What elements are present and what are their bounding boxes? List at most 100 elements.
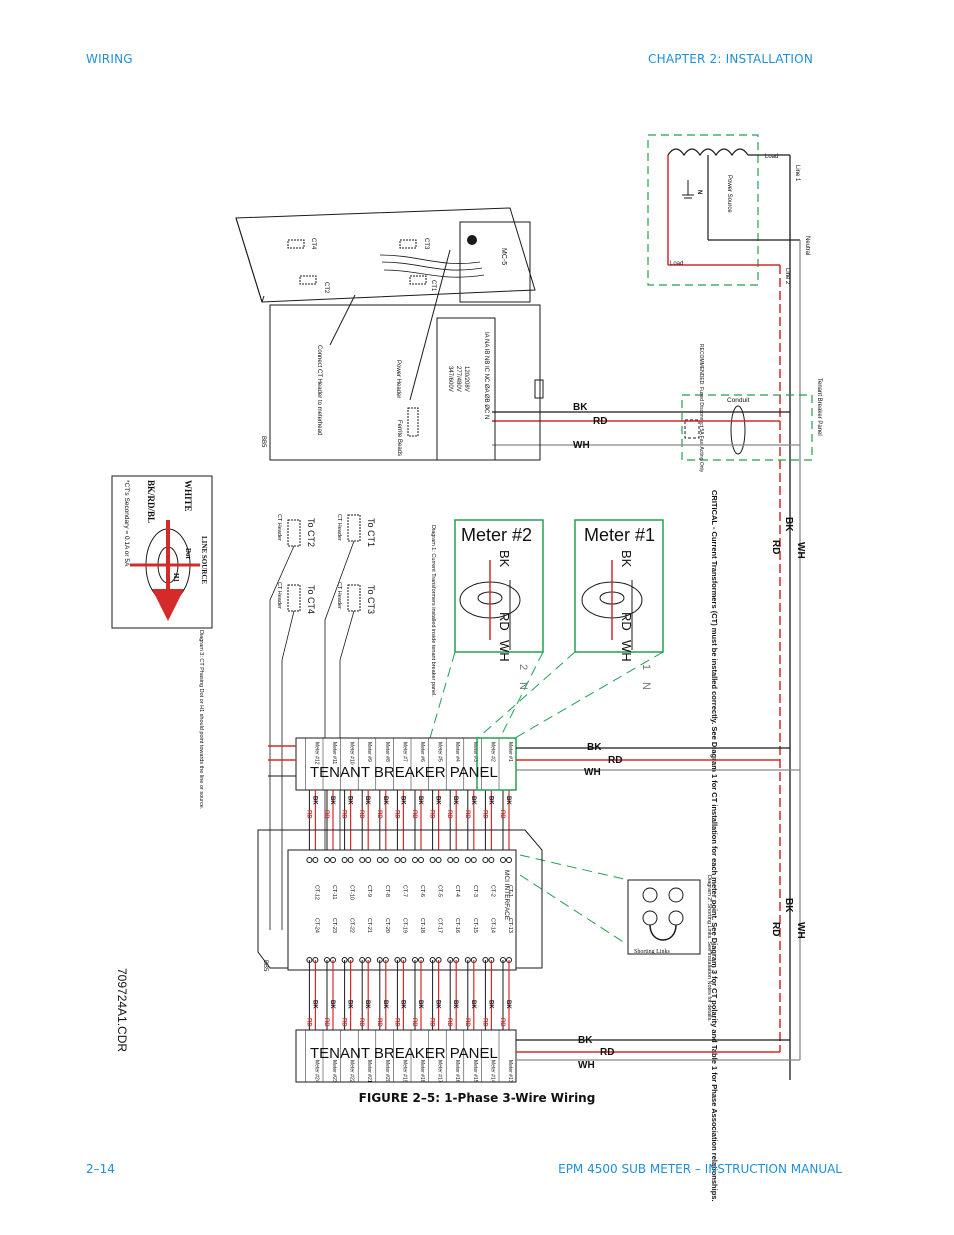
line1-label: Line 1 — [794, 165, 800, 182]
lower-rd-mark: RD — [429, 1018, 435, 1027]
upper-rd-mark: RD — [358, 810, 364, 819]
lower-meter-cell: Meter #21 — [357, 1030, 372, 1083]
ct-upper-label: CT-9 — [366, 885, 372, 897]
upper-bk-mark: BK — [417, 796, 423, 805]
upper-rd-mark: RD — [341, 810, 347, 819]
upper-bk-mark: BK — [435, 796, 441, 805]
upper-rd-mark: RD — [305, 810, 311, 819]
lower-meter-label: Meter #23 — [331, 1060, 337, 1083]
upper-bk-mark: BK — [329, 796, 335, 805]
conduit-label: Conduit — [727, 397, 750, 404]
meter1-n: N — [640, 682, 652, 690]
lower-meter-label: Meter #20 — [384, 1060, 390, 1083]
critical-note: CRITICAL - Current Transformers (CT) mus… — [710, 490, 719, 1202]
diagram3-secondary: *CT's Secondary = 0.1A or 5A — [123, 480, 130, 567]
lower-feed-wires: BK RD WH — [516, 1035, 800, 1071]
lower-meter-cell: Meter #17 — [428, 1030, 443, 1083]
lower-bk-mark: BK — [435, 1000, 441, 1009]
ct-lower-label: CT-17 — [437, 918, 443, 933]
lower-meter-label: Meter #16 — [454, 1060, 460, 1083]
diagram2-note: Diagram 2: Shorting Links. See Installat… — [706, 875, 712, 1022]
tenant-panel-label: Tenant Breaker Panel — [816, 378, 822, 436]
lower-bk-mark: BK — [487, 1000, 493, 1009]
upper-rd-mark: RD — [411, 810, 417, 819]
upper-bk-mark: BK — [311, 796, 317, 805]
ct4-header-label: CT Header — [276, 582, 282, 609]
lower-rd-mark: RD — [464, 1018, 470, 1027]
lower-bk-mark: BK — [470, 1000, 476, 1009]
ct-upper-label: CT-12 — [313, 885, 319, 900]
diagram3-ct-phasing: LINE SOURCE WHITE BK/RD/BL Dot H1 *CT's … — [111, 475, 213, 810]
upper-bk-mark: BK — [364, 796, 370, 805]
ct-upper-label: CT-5 — [437, 885, 443, 897]
lower-meter-cell: Meter #23 — [322, 1030, 337, 1083]
recommended-note: RECOMMENDED: Fused Disconnect 5A Fast Ac… — [698, 344, 704, 473]
meter-feed-wires: BK RD WH — [492, 402, 800, 451]
board-label: MC-5 — [500, 248, 507, 265]
ct1-header-label: CT Header — [336, 514, 342, 541]
meter2-box: Meter #2 BK RD WH N 2 Diagram 1: Current… — [430, 519, 544, 697]
upper-tenant-panel-label: TENANT BREAKER PANEL — [310, 764, 498, 781]
ct-upper-label: CT-4 — [454, 885, 460, 897]
power-source-label: Power Source — [726, 175, 732, 213]
to-ct3-label: To CT3 — [366, 585, 376, 614]
ct-upper-label: CT-7 — [401, 885, 407, 897]
lower-rd-mark: RD — [358, 1018, 364, 1027]
ct-upper-label: CT-8 — [384, 885, 390, 897]
lower-bk-mark: BK — [329, 1000, 335, 1009]
upper-bk-mark: BK — [382, 796, 388, 805]
lower-bk-mark: BK — [382, 1000, 388, 1009]
ct2-board-label: CT2 — [323, 282, 329, 294]
meter2-bk: BK — [497, 550, 512, 568]
load-bottom-label: Load — [670, 261, 683, 267]
upper-meter-label: Meter #6 — [419, 742, 425, 762]
upper-rd-mark: RD — [376, 810, 382, 819]
lower-wh-label: WH — [578, 1060, 595, 1071]
voltage-3: 347/600V — [447, 366, 453, 392]
neutral-symbol: N — [696, 190, 702, 194]
lower-meter-cell: Meter #19 — [393, 1030, 407, 1083]
upper-meter-label: Meter #5 — [437, 742, 443, 762]
ct-upper-label: CT-1 — [507, 885, 513, 897]
lower-bk-label: BK — [578, 1035, 593, 1046]
diagram2-shorting-links: Shorting Links Diagram 2: Shorting Links… — [627, 875, 712, 1022]
upper-meter-label: Meter #7 — [401, 742, 407, 762]
mci-interface: CT-1CT-13BKRDCT-2CT-14BKRDCT-3CT-15BKRDC… — [257, 829, 543, 1030]
mci-model-label: BB5 — [262, 960, 268, 972]
diagram3-note: Diagram 3: CT Phasing Dot or H1 should p… — [198, 630, 204, 810]
ct4-board-label: CT4 — [310, 238, 316, 250]
upper-rd-label: RD — [608, 755, 622, 766]
section-header: WIRING — [86, 52, 133, 66]
diagram3-white: WHITE — [183, 480, 193, 512]
ct-lower-label: CT-22 — [349, 918, 355, 933]
voltage-2: 277/480V — [455, 366, 461, 392]
to-ct1-label: To CT1 — [366, 518, 376, 547]
diagram3-h1: H1 — [172, 573, 180, 582]
lower-meter-label: Meter #15 — [472, 1060, 478, 1083]
to-ct2-label: To CT2 — [306, 518, 316, 547]
lower-rd-mark: RD — [411, 1018, 417, 1027]
lower-meter-label: Meter #22 — [349, 1060, 355, 1083]
feed-rd-label: RD — [593, 416, 607, 427]
upper-rd-mark: RD — [393, 810, 399, 819]
upper-wh-label: WH — [584, 767, 601, 778]
lower-bk-mark: BK — [417, 1000, 423, 1009]
lower-bk-mark: BK — [347, 1000, 353, 1009]
lower-meter-cell: Meter #15 — [463, 1030, 478, 1083]
lower-meter-label: Meter #19 — [401, 1060, 407, 1083]
lower-bk-mark: BK — [364, 1000, 370, 1009]
meter-terminals: IA NA IB NB IC NC ØA ØB ØC N — [483, 332, 489, 419]
